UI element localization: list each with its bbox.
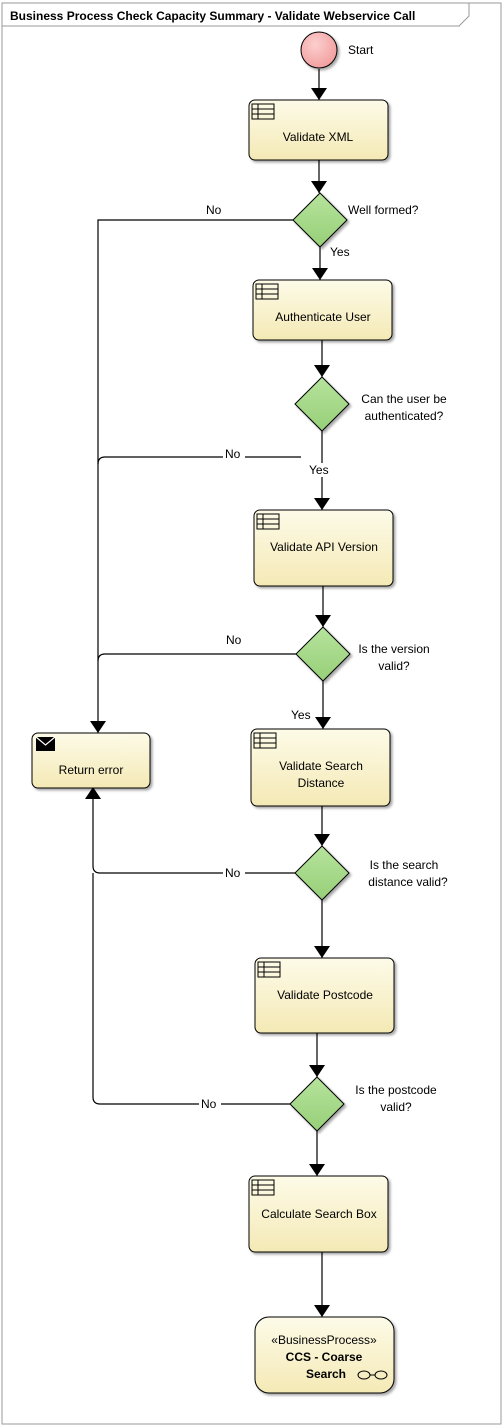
gateway-label-line1: Is the search	[370, 858, 439, 872]
subprocess-stereotype: «BusinessProcess»	[271, 1333, 377, 1347]
table-icon	[255, 283, 279, 300]
gateway-label-line2: valid?	[380, 1100, 412, 1114]
task-authenticate-user: Authenticate User	[252, 279, 393, 341]
label-yes-auth: Yes	[309, 463, 329, 477]
label-yes-version: Yes	[291, 708, 311, 722]
task-validate-search-distance: Validate Search Distance	[250, 728, 391, 807]
gateway-postcode: Is the postcode valid?	[289, 1076, 437, 1132]
subprocess-ccs-coarse-search: «BusinessProcess» CCS - Coarse Search	[254, 1316, 395, 1394]
label-yes-wellformed: Yes	[330, 245, 350, 259]
gateway-label-line2: authenticated?	[365, 409, 444, 423]
task-validate-api-version: Validate API Version	[253, 509, 394, 587]
task-label-line2: Distance	[298, 776, 345, 790]
task-return-error: Return error	[31, 732, 151, 789]
gateway-label-line1: Is the version	[358, 642, 429, 656]
gateway-authenticated: Can the user be authenticated?	[294, 376, 447, 432]
gateway-label-line1: Can the user be	[361, 392, 447, 406]
task-label: Calculate Search Box	[261, 1207, 376, 1221]
task-label: Return error	[59, 763, 124, 777]
gateway-distance: Is the search distance valid?	[294, 845, 448, 901]
gateway-label-line1: Is the postcode	[355, 1083, 437, 1097]
task-validate-postcode: Validate Postcode	[254, 957, 395, 1034]
flow-auth-no	[97, 456, 301, 465]
gateway-label: Well formed?	[348, 203, 419, 217]
gateway-well-formed: Well formed?	[292, 192, 419, 248]
diagram-title: Business Process Check Capacity Summary …	[10, 9, 415, 23]
envelope-icon	[35, 736, 56, 751]
task-label: Authenticate User	[275, 310, 370, 324]
label-no-auth: No	[225, 447, 241, 461]
subprocess-name-line2: Search	[306, 1367, 346, 1381]
task-label: Validate API Version	[270, 540, 378, 554]
gateway-label-line2: distance valid?	[368, 875, 448, 889]
table-icon	[253, 732, 277, 749]
table-icon	[257, 961, 281, 978]
task-label-line1: Validate Search	[279, 759, 363, 773]
flow-labels: No Yes No Yes No Yes No No	[199, 203, 350, 1111]
task-calculate-search-box: Calculate Search Box	[248, 1175, 389, 1253]
start-event: Start	[300, 31, 374, 69]
flow-postcode-no	[92, 873, 291, 1105]
task-validate-xml: Validate XML	[248, 99, 389, 161]
subprocess-name-line1: CCS - Coarse	[286, 1350, 363, 1364]
label-no-version: No	[226, 633, 242, 647]
link-icon	[357, 1370, 388, 1380]
table-icon	[256, 513, 280, 530]
flow-wellformed-no	[90, 219, 293, 733]
title-tab	[2, 3, 470, 27]
gateway-label-line2: valid?	[378, 659, 410, 673]
label-no-wellformed: No	[206, 203, 222, 217]
label-no-distance: No	[225, 866, 241, 880]
task-label: Validate Postcode	[277, 988, 373, 1002]
task-label: Validate XML	[283, 130, 354, 144]
flow-version-no	[97, 653, 296, 662]
table-icon	[251, 1179, 275, 1196]
gateway-version: Is the version valid?	[295, 626, 430, 682]
label-no-postcode: No	[201, 1097, 217, 1111]
table-icon	[251, 103, 275, 120]
start-label: Start	[348, 43, 374, 57]
flow-distance-no	[85, 787, 296, 874]
start-circle	[300, 31, 338, 69]
connectors	[85, 69, 331, 1317]
